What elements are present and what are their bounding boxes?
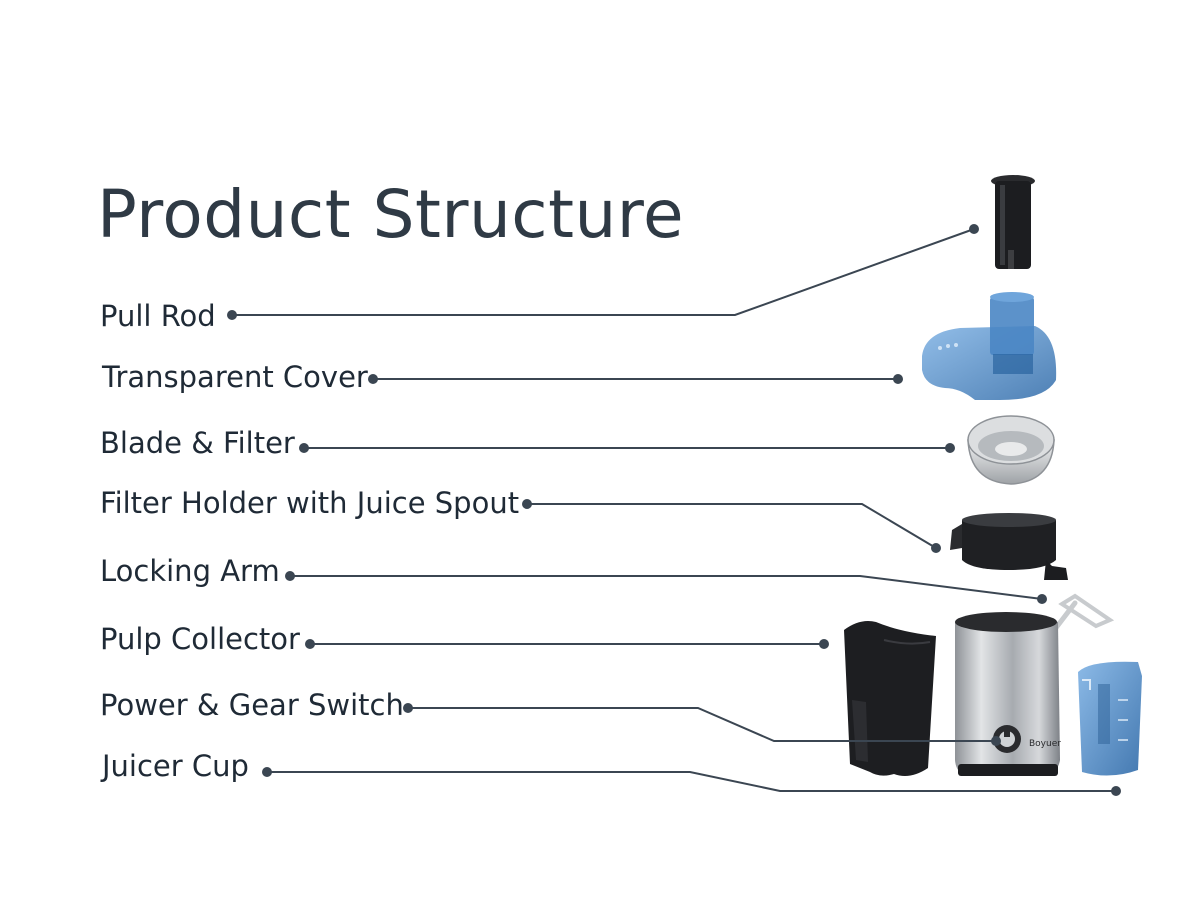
dot-filter-holder-end: [931, 543, 941, 553]
label-transparent-cover: Transparent Cover: [102, 360, 368, 394]
label-filter-holder: Filter Holder with Juice Spout: [100, 486, 520, 520]
label-locking-arm: Locking Arm: [100, 554, 280, 588]
dot-transparent-cover-end: [893, 374, 903, 384]
blade-filter-image: [967, 415, 1055, 485]
dot-locking-arm-start: [285, 571, 295, 581]
dot-blade-filter-end: [945, 443, 955, 453]
transparent-cover-image: [922, 292, 1057, 400]
dot-juicer-cup-start: [262, 767, 272, 777]
dot-power-switch-end: [991, 736, 1001, 746]
dot-pull-rod-end: [969, 224, 979, 234]
label-power-switch: Power & Gear Switch: [100, 688, 404, 722]
dot-blade-filter-start: [299, 443, 309, 453]
leader-line-pull-rod: [232, 228, 975, 316]
leader-line-juicer-cup: [267, 771, 1116, 792]
brand-logo: Boyuer: [1029, 739, 1061, 749]
dot-pulp-collector-end: [819, 639, 829, 649]
dot-power-switch-start: [403, 703, 413, 713]
juicer-cup-image: [1078, 661, 1142, 776]
leader-line-power-switch: [408, 707, 996, 742]
pull-rod-image: [991, 175, 1035, 270]
page-title: Product Structure: [97, 176, 685, 253]
dot-transparent-cover-start: [368, 374, 378, 384]
dot-pulp-collector-start: [305, 639, 315, 649]
label-pull-rod: Pull Rod: [100, 299, 216, 333]
dot-locking-arm-end: [1037, 594, 1047, 604]
pulp-collector-image: [844, 621, 936, 776]
filter-holder-image: [950, 513, 1068, 580]
dot-juicer-cup-end: [1111, 786, 1121, 796]
label-blade-filter: Blade & Filter: [100, 426, 295, 460]
leader-line-locking-arm: [290, 575, 1043, 600]
juicer-base-image: Boyuer: [955, 612, 1061, 776]
label-juicer-cup: Juicer Cup: [102, 749, 249, 783]
label-pulp-collector: Pulp Collector: [100, 622, 300, 656]
leader-line-filter-holder: [527, 503, 937, 549]
dot-pull-rod-start: [227, 310, 237, 320]
dot-filter-holder-start: [522, 499, 532, 509]
